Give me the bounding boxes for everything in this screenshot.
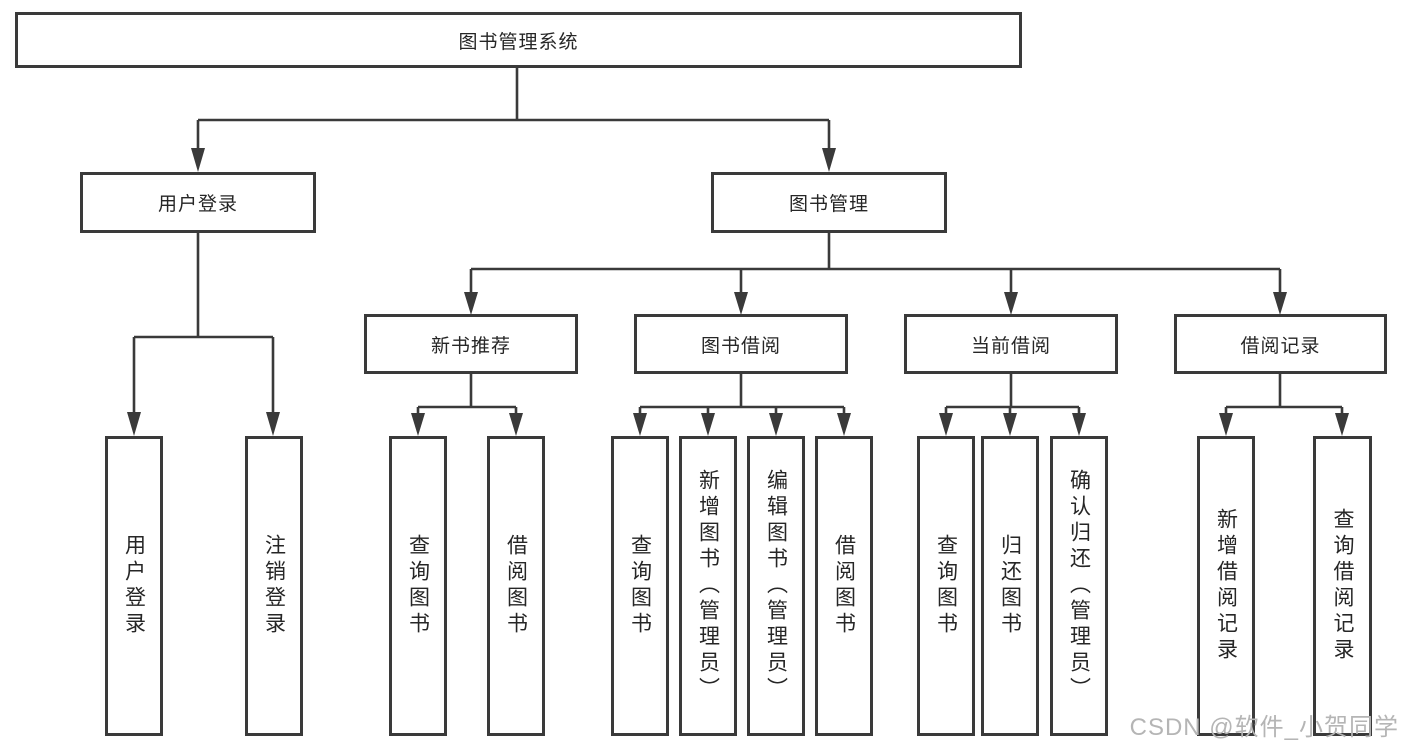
leaf-current-query-books-label: 查询图书 [934,534,958,638]
leaf-add-borrow-record: 新增借阅记录 [1197,436,1255,736]
leaf-edit-books-admin-label: 编辑图书（管理员） [764,469,788,703]
leaf-edit-books-admin: 编辑图书（管理员） [747,436,805,736]
node-new-book-recommend-label: 新书推荐 [430,335,511,357]
connector-root-to-level2 [196,68,831,152]
leaf-recommend-query-books-label: 查询图书 [406,534,430,638]
connector-borrow-records-to-leaves [1224,374,1344,416]
arrowheads [127,148,1349,436]
leaf-current-query-books: 查询图书 [917,436,975,736]
node-borrow-records-label: 借阅记录 [1240,335,1321,357]
leaf-add-books-admin-label: 新增图书（管理员） [696,469,720,703]
leaf-query-borrow-record-label: 查询借阅记录 [1331,508,1354,664]
leaf-return-books: 归还图书 [981,436,1039,736]
connector-book-borrow-to-leaves [638,374,846,416]
leaf-add-books-admin: 新增图书（管理员） [679,436,737,736]
connector-book-management-to-level3 [469,233,1282,295]
leaf-return-books-label: 归还图书 [998,534,1022,638]
leaf-logout: 注销登录 [245,436,303,736]
leaf-borrow-books: 借阅图书 [815,436,873,736]
node-current-borrow: 当前借阅 [904,314,1118,374]
node-book-management-label: 图书管理 [788,194,869,215]
leaf-recommend-borrow-books: 借阅图书 [487,436,545,736]
leaf-confirm-return-admin: 确认归还（管理员） [1050,436,1108,736]
leaf-confirm-return-admin-label: 确认归还（管理员） [1067,469,1091,703]
leaf-user-login-label: 用户登录 [122,534,146,638]
node-book-borrow: 图书借阅 [634,314,848,374]
csdn-watermark: CSDN @软件_小贺同学 [1129,714,1399,741]
connector-current-borrow-to-leaves [944,374,1081,416]
leaf-recommend-query-books: 查询图书 [389,436,447,736]
leaf-logout-label: 注销登录 [262,534,286,638]
leaf-user-login: 用户登录 [105,436,163,736]
leaf-query-borrow-record: 查询借阅记录 [1313,436,1372,736]
node-book-management: 图书管理 [711,172,947,233]
leaf-add-borrow-record-label: 新增借阅记录 [1214,508,1238,664]
leaf-borrow-books-label: 借阅图书 [832,534,856,638]
node-root-system: 图书管理系统 [15,12,1022,68]
node-new-book-recommend: 新书推荐 [364,314,578,374]
connector-new-book-recommend-to-leaves [416,374,518,416]
node-user-login-label: 用户登录 [157,194,238,215]
node-borrow-records: 借阅记录 [1174,314,1387,374]
leaf-recommend-borrow-books-label: 借阅图书 [504,534,528,638]
node-user-login: 用户登录 [80,172,316,233]
node-root-label: 图书管理系统 [458,31,579,53]
node-current-borrow-label: 当前借阅 [970,335,1051,357]
leaf-borrow-query-books-label: 查询图书 [628,534,652,638]
connector-user-login-to-leaves [132,233,275,416]
node-book-borrow-label: 图书借阅 [700,335,781,357]
leaf-borrow-query-books: 查询图书 [611,436,669,736]
